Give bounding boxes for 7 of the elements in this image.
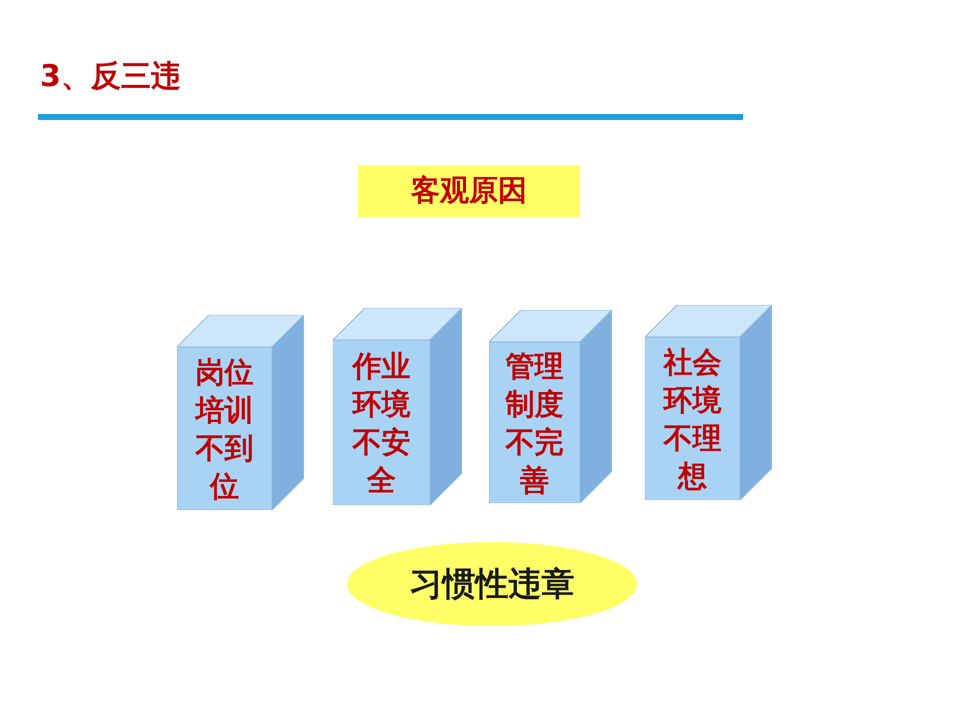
slide-title: 3、反三违 — [40, 58, 181, 96]
cause-label: 社会环境不理想 — [662, 344, 722, 494]
heading-box: 客观原因 — [358, 165, 580, 217]
cause-label: 岗位培训不到位 — [194, 354, 254, 504]
cause-label: 管理制度不完善 — [504, 348, 564, 498]
result-ellipse: 习惯性违章 — [347, 542, 637, 626]
cause-label: 作业环境不安全 — [350, 348, 412, 498]
